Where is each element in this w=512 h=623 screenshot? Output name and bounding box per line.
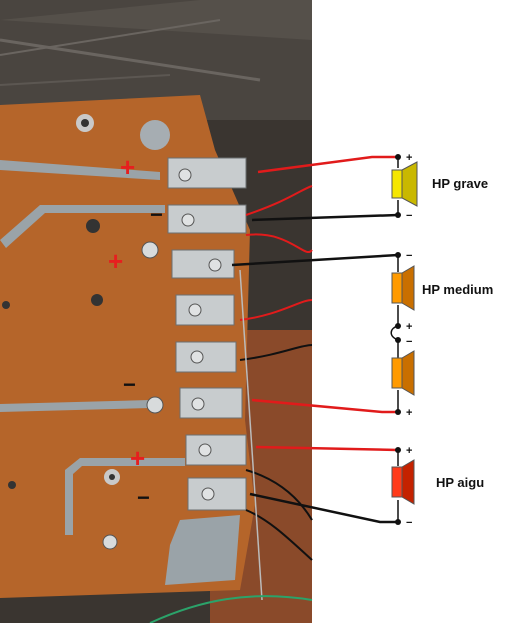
terminal-block xyxy=(102,157,247,550)
medium2-plus-symbol: + xyxy=(406,407,412,419)
medium2-minus-symbol: − xyxy=(406,336,412,348)
speaker-grave-icon xyxy=(391,161,418,207)
speaker-medium-label: HP medium xyxy=(422,282,494,297)
medium-plus-symbol: + xyxy=(406,321,412,333)
wire-medium-minus xyxy=(231,253,399,267)
aigu-plus-symbol: + xyxy=(406,445,412,457)
diagram-wires xyxy=(231,155,399,524)
speaker-medium-2-icon xyxy=(391,350,415,396)
board-minus-mark-3: − xyxy=(137,485,150,510)
aigu-minus-symbol: − xyxy=(406,517,412,529)
board-minus-mark-1: − xyxy=(150,202,163,227)
board-minus-mark-2: − xyxy=(123,372,136,397)
board-plus-mark-1: + xyxy=(120,152,135,182)
wire-grave-minus xyxy=(251,213,399,222)
wire-aigu-plus xyxy=(255,445,399,452)
wire-aigu-minus xyxy=(249,492,398,524)
speaker-grave-label: HP grave xyxy=(432,176,489,191)
junction-dots xyxy=(395,154,401,525)
wire-grave-plus xyxy=(257,155,398,174)
speaker-medium-icon xyxy=(391,265,415,311)
speaker-polarity-symbols: + − − + − + + − xyxy=(406,152,412,529)
wire-medium-plus xyxy=(251,398,398,414)
medium-minus-symbol: − xyxy=(406,250,412,262)
speaker-aigu-icon xyxy=(391,459,415,505)
board-plus-mark-3: + xyxy=(130,443,145,473)
board-plus-mark-2: + xyxy=(108,246,123,276)
speaker-aigu-label: HP aigu xyxy=(436,475,485,490)
grave-minus-symbol: − xyxy=(406,210,412,222)
board-polarity-marks: + − + − + − xyxy=(108,152,163,510)
grave-plus-symbol: + xyxy=(406,152,412,164)
photo-wires xyxy=(149,185,313,623)
